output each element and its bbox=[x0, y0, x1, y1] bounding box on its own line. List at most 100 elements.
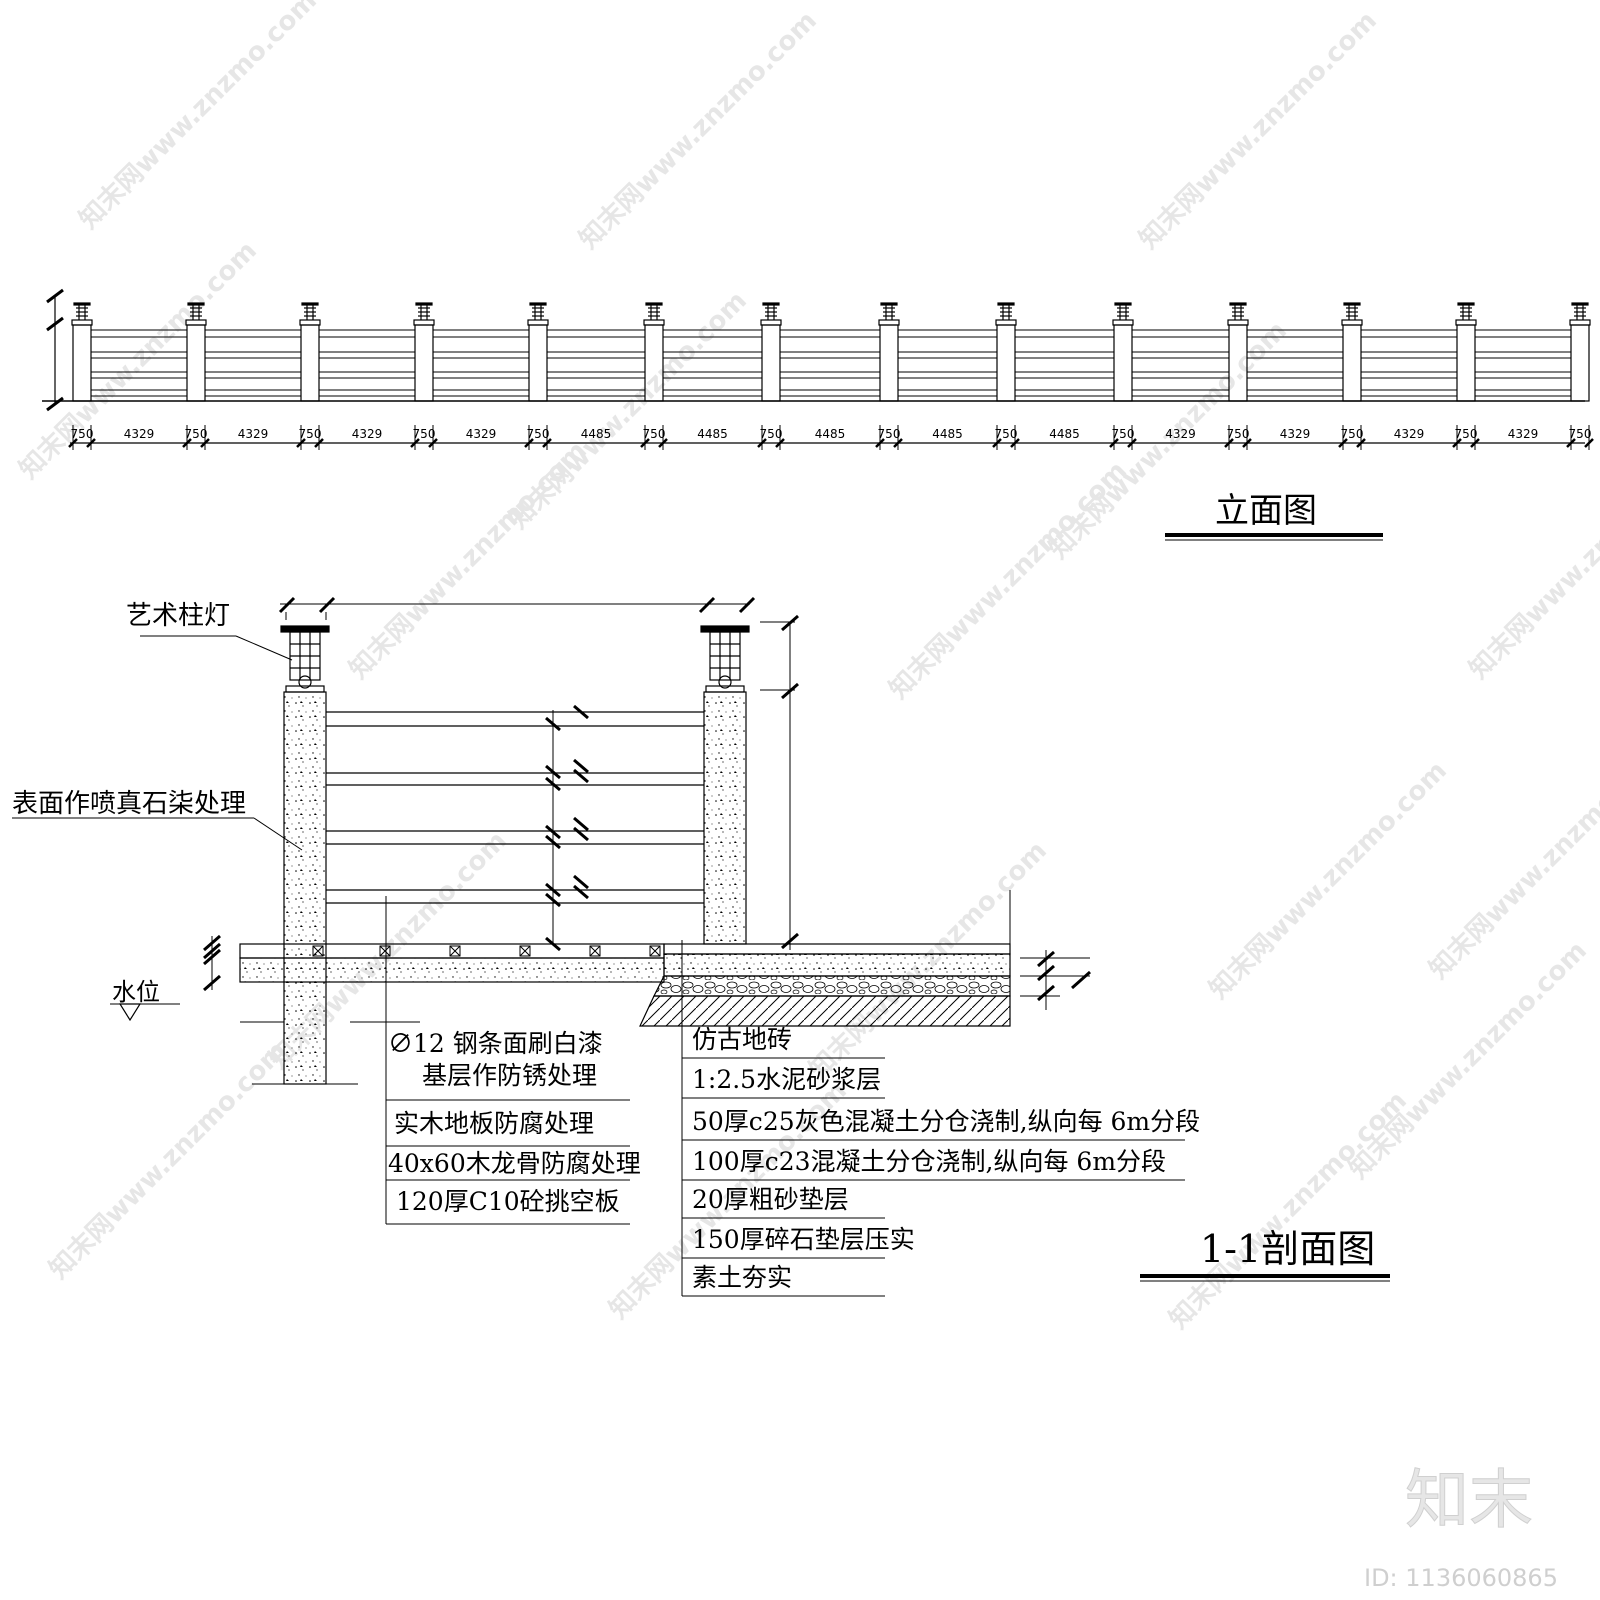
watermark-text: 知末网www.znzmo.com bbox=[1464, 436, 1600, 685]
watermark-text: 知末网www.znzmo.com bbox=[344, 436, 593, 685]
watermark-text: 知末网www.znzmo.com bbox=[74, 0, 323, 235]
dimension-label: 4485 bbox=[932, 427, 963, 441]
left-pillar bbox=[283, 691, 327, 1085]
rail-dimension-marks bbox=[545, 704, 589, 952]
section-view bbox=[12, 596, 1185, 1297]
left-note-4: 40x60木龙骨防腐处理 bbox=[388, 1149, 641, 1178]
elevation-post bbox=[71, 302, 93, 402]
elevation-rails bbox=[91, 329, 187, 397]
concrete-layer bbox=[663, 953, 1011, 977]
elevation-post bbox=[995, 302, 1017, 402]
dimension-tick bbox=[1127, 425, 1137, 450]
dimension-tick bbox=[1584, 425, 1594, 450]
watermark-text: 知末网www.znzmo.com bbox=[14, 236, 263, 485]
elevation-rails bbox=[547, 329, 645, 397]
elevation-post bbox=[299, 302, 321, 402]
dimension-tick bbox=[428, 425, 438, 450]
dimension-label: 4329 bbox=[1280, 427, 1311, 441]
elevation-rails bbox=[898, 329, 997, 397]
compacted-soil bbox=[639, 995, 1011, 1027]
brand-logo: 知末 bbox=[1405, 1464, 1533, 1538]
elevation-rails bbox=[1475, 329, 1571, 397]
dimension-tick bbox=[1356, 425, 1366, 450]
elevation-post bbox=[1112, 302, 1134, 402]
right-note-3: 50厚c25灰色混凝土分仓浇制,纵向每 6m分段 bbox=[692, 1107, 1200, 1136]
water-level-label: 水位 bbox=[112, 978, 160, 1006]
dimension-tick bbox=[875, 425, 885, 450]
elevation-rails bbox=[1247, 329, 1343, 397]
dimension-tick bbox=[1470, 425, 1480, 450]
right-note-4: 100厚c23混凝土分仓浇制,纵向每 6m分段 bbox=[692, 1147, 1166, 1176]
dimension-tick bbox=[314, 425, 324, 450]
dimension-tick bbox=[775, 425, 785, 450]
right-lamp bbox=[700, 625, 750, 693]
dimension-label: 750 bbox=[71, 427, 94, 441]
elevation-post bbox=[1569, 302, 1591, 402]
watermark-text: 知末网www.znzmo.com bbox=[1344, 936, 1593, 1185]
dimension-tick bbox=[68, 425, 78, 450]
dimension-label: 4329 bbox=[238, 427, 269, 441]
elevation-title: 立面图 bbox=[1215, 491, 1317, 531]
watermark-text: 知末网www.znzmo.com bbox=[1164, 1086, 1413, 1335]
elevation-rails bbox=[1015, 329, 1114, 397]
right-note-6: 150厚碎石垫层压实 bbox=[692, 1225, 915, 1254]
left-lamp bbox=[280, 625, 330, 693]
elevation-post bbox=[878, 302, 900, 402]
dimension-label: 750 bbox=[413, 427, 436, 441]
dimension-tick bbox=[296, 425, 306, 450]
right-note-7: 素土夯实 bbox=[692, 1263, 792, 1292]
dimension-tick bbox=[1224, 425, 1234, 450]
dimension-label: 4329 bbox=[352, 427, 383, 441]
left-note-3: 实木地板防腐处理 bbox=[394, 1109, 594, 1138]
elevation-rails bbox=[433, 329, 529, 397]
dimension-label: 4329 bbox=[1394, 427, 1425, 441]
watermark-text: 知末网www.znzmo.com bbox=[1204, 756, 1453, 1005]
dimension-label: 750 bbox=[527, 427, 550, 441]
dimension-tick bbox=[893, 425, 903, 450]
elevation-post bbox=[527, 302, 549, 402]
dimension-label: 750 bbox=[760, 427, 783, 441]
elevation-post bbox=[1455, 302, 1477, 402]
dimension-tick bbox=[1338, 425, 1348, 450]
lamp-label: 艺术柱灯 bbox=[126, 601, 230, 631]
dimension-tick bbox=[992, 425, 1002, 450]
dimension-label: 4329 bbox=[124, 427, 155, 441]
dimension-label: 4329 bbox=[1508, 427, 1539, 441]
right-note-5: 20厚粗砂垫层 bbox=[692, 1185, 849, 1214]
dimension-label: 4485 bbox=[581, 427, 612, 441]
elevation-view bbox=[42, 288, 1585, 444]
dimension-label: 750 bbox=[1341, 427, 1364, 441]
left-note-1: ∅12 钢条面刷白漆 bbox=[388, 1029, 603, 1058]
right-note-2: 1:2.5水泥砂浆层 bbox=[692, 1065, 881, 1094]
deck-joists bbox=[312, 945, 661, 957]
dimension-tick bbox=[200, 425, 210, 450]
watermark-text: 知末网www.znzmo.com bbox=[44, 1036, 293, 1285]
dimension-tick bbox=[1010, 425, 1020, 450]
dimension-label: 4329 bbox=[466, 427, 497, 441]
dimension-tick bbox=[1109, 425, 1119, 450]
dimension-label: 750 bbox=[299, 427, 322, 441]
left-note-5: 120厚C10砼挑空板 bbox=[396, 1187, 620, 1216]
dimension-label: 750 bbox=[185, 427, 208, 441]
dimension-label: 750 bbox=[878, 427, 901, 441]
elevation-rails bbox=[663, 329, 762, 397]
dimension-label: 750 bbox=[1227, 427, 1250, 441]
elevation-rails bbox=[1361, 329, 1457, 397]
right-note-1: 仿古地砖 bbox=[692, 1025, 792, 1054]
right-pillar bbox=[703, 691, 747, 945]
rails bbox=[326, 711, 704, 904]
watermark-text: 知末网www.znzmo.com bbox=[1134, 6, 1383, 255]
dimension-label: 750 bbox=[1569, 427, 1592, 441]
elevation-posts bbox=[71, 302, 1591, 402]
elevation-post bbox=[1341, 302, 1363, 402]
dimension-tick bbox=[640, 425, 650, 450]
dimension-tick bbox=[1242, 425, 1252, 450]
watermark-text: 知末网www.znzmo.com bbox=[884, 456, 1133, 705]
watermark-text: 知末网www.znzmo.com bbox=[574, 6, 823, 255]
dimension-tick bbox=[1566, 425, 1576, 450]
elevation-rails bbox=[1132, 329, 1229, 397]
dimension-tick bbox=[524, 425, 534, 450]
dimension-tick bbox=[658, 425, 668, 450]
gravel-layer bbox=[653, 975, 1011, 997]
